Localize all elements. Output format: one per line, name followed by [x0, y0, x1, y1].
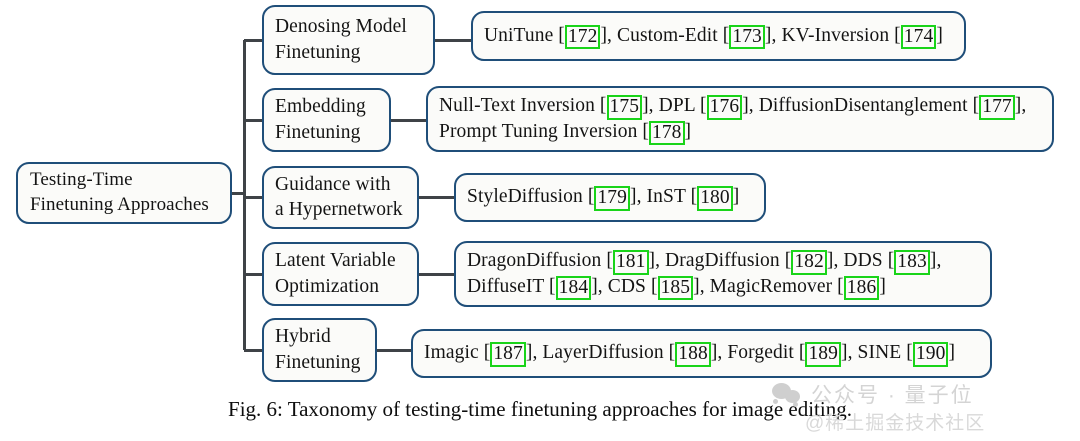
method-text: ], Custom-Edit [	[600, 24, 730, 46]
figure-caption: Fig. 6: Taxonomy of testing-time finetun…	[228, 397, 852, 421]
methods-node-embedding-finetuning[interactable]: Null-Text Inversion [175], DPL [176], Di…	[426, 86, 1054, 152]
connector-line	[244, 272, 262, 276]
method-text: ]	[879, 275, 886, 297]
method-text: ], DDS [	[826, 250, 895, 271]
category-label-line2: a Hypernetwork	[275, 199, 403, 220]
citation-ref-188[interactable]: 188	[675, 342, 711, 367]
connector-line	[232, 191, 244, 195]
connector-line	[242, 40, 246, 350]
method-text: ], LayerDiffusion [	[525, 342, 676, 364]
connector-line	[419, 272, 454, 276]
category-label-line2: Finetuning	[275, 41, 361, 63]
citation-ref-181[interactable]: 181	[612, 250, 649, 275]
citation-ref-186[interactable]: 186	[843, 275, 880, 300]
connector-line	[419, 196, 454, 199]
method-text: Imagic [	[424, 342, 491, 364]
method-text: ],	[1014, 95, 1027, 116]
connector-line	[244, 196, 262, 199]
citation-ref-179[interactable]: 179	[594, 186, 631, 211]
category-label-line1: Guidance with	[275, 173, 391, 195]
method-text: ], DPL [	[642, 95, 707, 116]
category-label-line2: Optimization	[275, 275, 380, 297]
root-label-line1: Testing-Time	[30, 168, 133, 190]
citation-ref-176[interactable]: 176	[706, 95, 743, 120]
methods-node-guidance-with-a-hypernetwork[interactable]: StyleDiffusion [179], InST [180]	[454, 173, 766, 222]
method-text: ]	[936, 24, 943, 46]
method-text: ]	[732, 186, 740, 208]
methods-node-denosing-model-finetuning[interactable]: UniTune [172], Custom-Edit [173], KV-Inv…	[471, 11, 966, 61]
methods-line: DragonDiffusion [181], DragDiffusion [18…	[467, 248, 980, 275]
methods-line: Null-Text Inversion [175], DPL [176], Di…	[439, 93, 1042, 120]
citation-ref-175[interactable]: 175	[606, 95, 643, 120]
method-text: Null-Text Inversion [	[439, 95, 607, 116]
citation-ref-178[interactable]: 178	[648, 120, 685, 145]
method-text: ], CDS [	[591, 275, 658, 297]
connector-line	[377, 348, 411, 352]
method-text: StyleDiffusion [	[467, 186, 595, 208]
method-text: ],	[929, 250, 942, 271]
category-label-line2: Finetuning	[275, 121, 361, 143]
citation-ref-187[interactable]: 187	[490, 342, 526, 367]
citation-ref-177[interactable]: 177	[979, 95, 1015, 120]
methods-node-latent-variable-optimization[interactable]: DragonDiffusion [181], DragDiffusion [18…	[454, 241, 992, 307]
methods-line: DiffuseIT [184], CDS [185], MagicRemover…	[467, 274, 980, 300]
method-text: ], KV-Inversion [	[764, 24, 901, 46]
method-text: ], DragDiffusion [	[648, 250, 792, 271]
method-text: UniTune [	[484, 24, 565, 46]
citation-ref-182[interactable]: 182	[791, 250, 827, 275]
citation-ref-173[interactable]: 173	[729, 24, 765, 50]
connector-line	[391, 118, 426, 122]
category-label-line1: Latent Variable	[275, 250, 396, 272]
method-text: ], MagicRemover [	[693, 275, 844, 297]
citation-ref-180[interactable]: 180	[697, 186, 733, 211]
method-text: ], InST [	[630, 186, 698, 208]
citation-ref-185[interactable]: 185	[657, 275, 694, 300]
category-node-guidance-with-a-hypernetwork[interactable]: Guidance with a Hypernetwork	[262, 166, 419, 229]
category-label-line1: Hybrid	[275, 326, 331, 348]
methods-line: UniTune [172], Custom-Edit [173], KV-Inv…	[484, 23, 954, 50]
citation-ref-183[interactable]: 183	[894, 250, 930, 275]
citation-ref-174[interactable]: 174	[900, 24, 937, 50]
connector-line	[244, 348, 262, 352]
method-text: ], DiffusionDisentanglement [	[742, 95, 980, 116]
method-text: DiffuseIT [	[467, 275, 556, 297]
category-label-line1: Denosing Model	[275, 16, 407, 38]
methods-node-hybrid-finetuning[interactable]: Imagic [187], LayerDiffusion [188], Forg…	[411, 329, 992, 378]
connector-line	[244, 118, 262, 122]
method-text: ]	[684, 120, 692, 142]
method-text: ], Forgedit [	[710, 342, 806, 364]
citation-ref-189[interactable]: 189	[805, 342, 842, 367]
citation-ref-184[interactable]: 184	[555, 275, 592, 300]
connector-line	[435, 38, 471, 42]
method-text: DragonDiffusion [	[467, 250, 613, 271]
root-label-line2: Finetuning Approaches	[30, 193, 209, 215]
method-text: Prompt Tuning Inversion [	[439, 120, 649, 142]
category-label-line2: Finetuning	[275, 351, 361, 373]
citation-ref-172[interactable]: 172	[564, 24, 601, 50]
method-text: ]	[948, 342, 956, 364]
methods-line: StyleDiffusion [179], InST [180]	[467, 184, 754, 211]
methods-line: Prompt Tuning Inversion [178]	[439, 119, 1042, 145]
category-label-line1: Embedding	[275, 96, 366, 118]
methods-line: Imagic [187], LayerDiffusion [188], Forg…	[424, 340, 980, 367]
citation-ref-190[interactable]: 190	[912, 342, 949, 367]
connector-line	[244, 38, 262, 42]
method-text: ], SINE [	[841, 342, 913, 364]
